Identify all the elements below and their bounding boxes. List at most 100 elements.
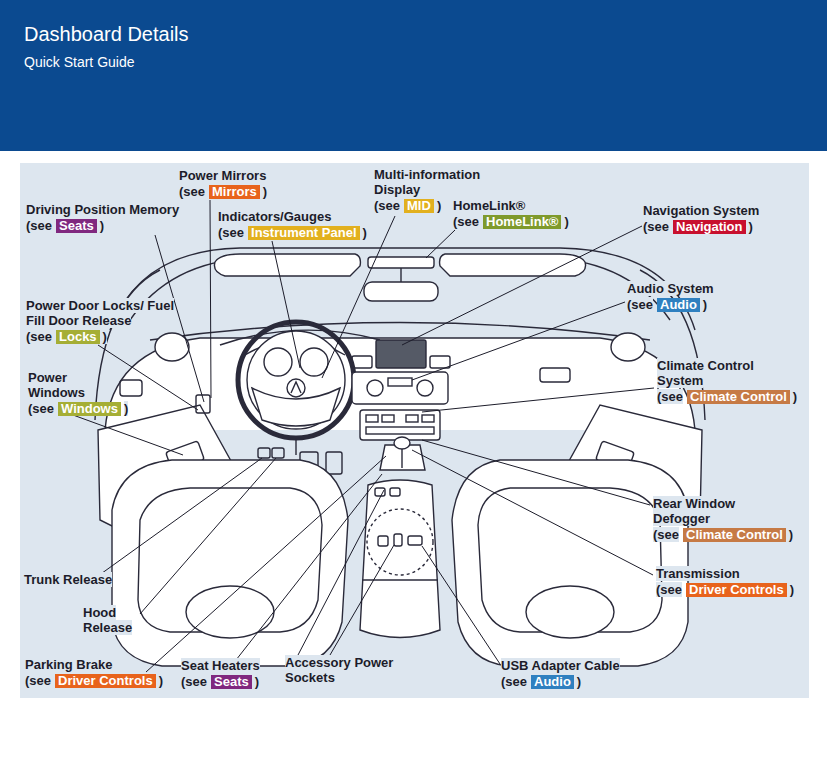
reference-tag: Driver Controls [55, 674, 156, 688]
reference-tag: Navigation [673, 220, 745, 234]
tag-text: Audio [660, 297, 697, 312]
illustration-part [155, 333, 189, 361]
illustration-part [287, 379, 305, 397]
callout: Rear Window Defogger(seeClimate Control) [653, 496, 748, 542]
callout-name: Trunk Release [24, 572, 154, 587]
illustration-part [247, 331, 345, 429]
callout: Trunk Release [24, 572, 154, 587]
tag-text: HomeLink® [486, 214, 558, 229]
illustration-part [110, 248, 695, 330]
close-paren: ) [100, 218, 104, 233]
reference-line: (seeDriver Controls) [656, 582, 806, 597]
illustration-part [264, 348, 292, 376]
callout: Navigation System(seeNavigation) [643, 203, 803, 234]
callout-name: Driving Position Memory [26, 202, 226, 217]
illustration-part [422, 415, 434, 422]
leader-line [322, 216, 395, 378]
illustration-part [20, 163, 809, 698]
illustration-part [367, 380, 383, 396]
illustration-part [611, 333, 645, 361]
illustration-part [360, 480, 440, 638]
illustration-part [272, 448, 284, 458]
callout: Hood Release [83, 605, 153, 635]
leader-line [401, 449, 402, 468]
close-paren: ) [564, 214, 568, 229]
illustration-part [408, 536, 422, 545]
illustration-part [95, 248, 705, 666]
callout: Power Windows(seeWindows) [28, 370, 108, 416]
close-paren: ) [263, 184, 267, 199]
tag-text: Instrument Panel [251, 225, 356, 240]
see-text: (see [657, 389, 683, 404]
callout-name: Indicators/Gauges [218, 209, 378, 224]
illustration-part [368, 257, 434, 268]
callout-name: Power Windows [28, 370, 108, 400]
reference-tag: Locks [56, 330, 100, 344]
leader-line [146, 456, 386, 672]
illustration-part [417, 380, 433, 396]
tag-text: Windows [61, 401, 118, 416]
part-name: Multi-information Display [374, 167, 480, 197]
callout: Seat Heaters(seeSeats) [181, 658, 281, 689]
close-paren: ) [255, 674, 259, 689]
illustration-part [430, 356, 450, 368]
illustration-part [258, 448, 270, 458]
illustration-part [186, 586, 274, 638]
close-paren: ) [703, 297, 707, 312]
tag-text: Mirrors [212, 184, 257, 199]
part-name: Seat Heaters [181, 658, 260, 673]
callout-name: Navigation System [643, 203, 803, 218]
illustration-part [394, 437, 410, 449]
tag-text: Locks [59, 329, 97, 344]
leader-line [62, 411, 183, 455]
part-name: Driving Position Memory [26, 202, 179, 217]
reference-tag: Instrument Panel [248, 226, 359, 240]
reference-line: (seeNavigation) [643, 219, 803, 234]
callout-name: Audio System [627, 281, 787, 296]
reference-line: (seeLocks) [26, 329, 186, 344]
tag-text: Seats [59, 218, 94, 233]
illustration-part [378, 536, 388, 546]
illustration-part [526, 586, 614, 638]
tag-text: Seats [214, 674, 249, 689]
illustration-part [406, 415, 418, 422]
callout-name: Power Door Locks/ Fuel Fill Door Release [26, 298, 186, 328]
close-paren: ) [124, 401, 128, 416]
reference-tag: MID [404, 199, 434, 213]
illustration-part [326, 452, 342, 474]
header-band [0, 0, 827, 151]
close-paren: ) [363, 225, 367, 240]
callout-name: Transmission [656, 566, 806, 581]
leader-line [98, 345, 198, 410]
leader-line [210, 200, 211, 398]
part-name: Power Windows [28, 370, 85, 400]
page-title: Dashboard Details [24, 22, 189, 46]
see-text: (see [656, 582, 682, 597]
callout: Power Door Locks/ Fuel Fill Door Release… [26, 298, 186, 344]
tag-text: Audio [534, 674, 571, 689]
part-name: Indicators/Gauges [218, 209, 331, 224]
reference-tag: Windows [58, 402, 121, 416]
see-text: (see [179, 184, 205, 199]
close-paren: ) [437, 198, 441, 213]
see-text: (see [218, 225, 244, 240]
illustration-part [364, 282, 438, 301]
reference-line: (seeSeats) [26, 218, 226, 233]
illustration-part [366, 415, 378, 422]
callout: Accessory Power Sockets [285, 655, 405, 685]
leader-line [426, 230, 455, 258]
part-name: Trunk Release [24, 572, 112, 587]
see-text: (see [453, 214, 479, 229]
reference-line: (see HomeLink®) [453, 214, 573, 229]
tag-text: MID [407, 198, 431, 213]
illustration-part [366, 427, 434, 434]
reference-tag: Driver Controls [686, 583, 787, 597]
callout: Indicators/Gauges(see Instrument Panel) [218, 209, 378, 240]
callout-name: HomeLink® [453, 198, 573, 213]
leader-line [298, 490, 384, 655]
reference-line: (seeClimate Control) [657, 389, 777, 404]
leader-line [402, 226, 642, 345]
callout-name: Rear Window Defogger [653, 496, 748, 526]
close-paren: ) [793, 389, 797, 404]
